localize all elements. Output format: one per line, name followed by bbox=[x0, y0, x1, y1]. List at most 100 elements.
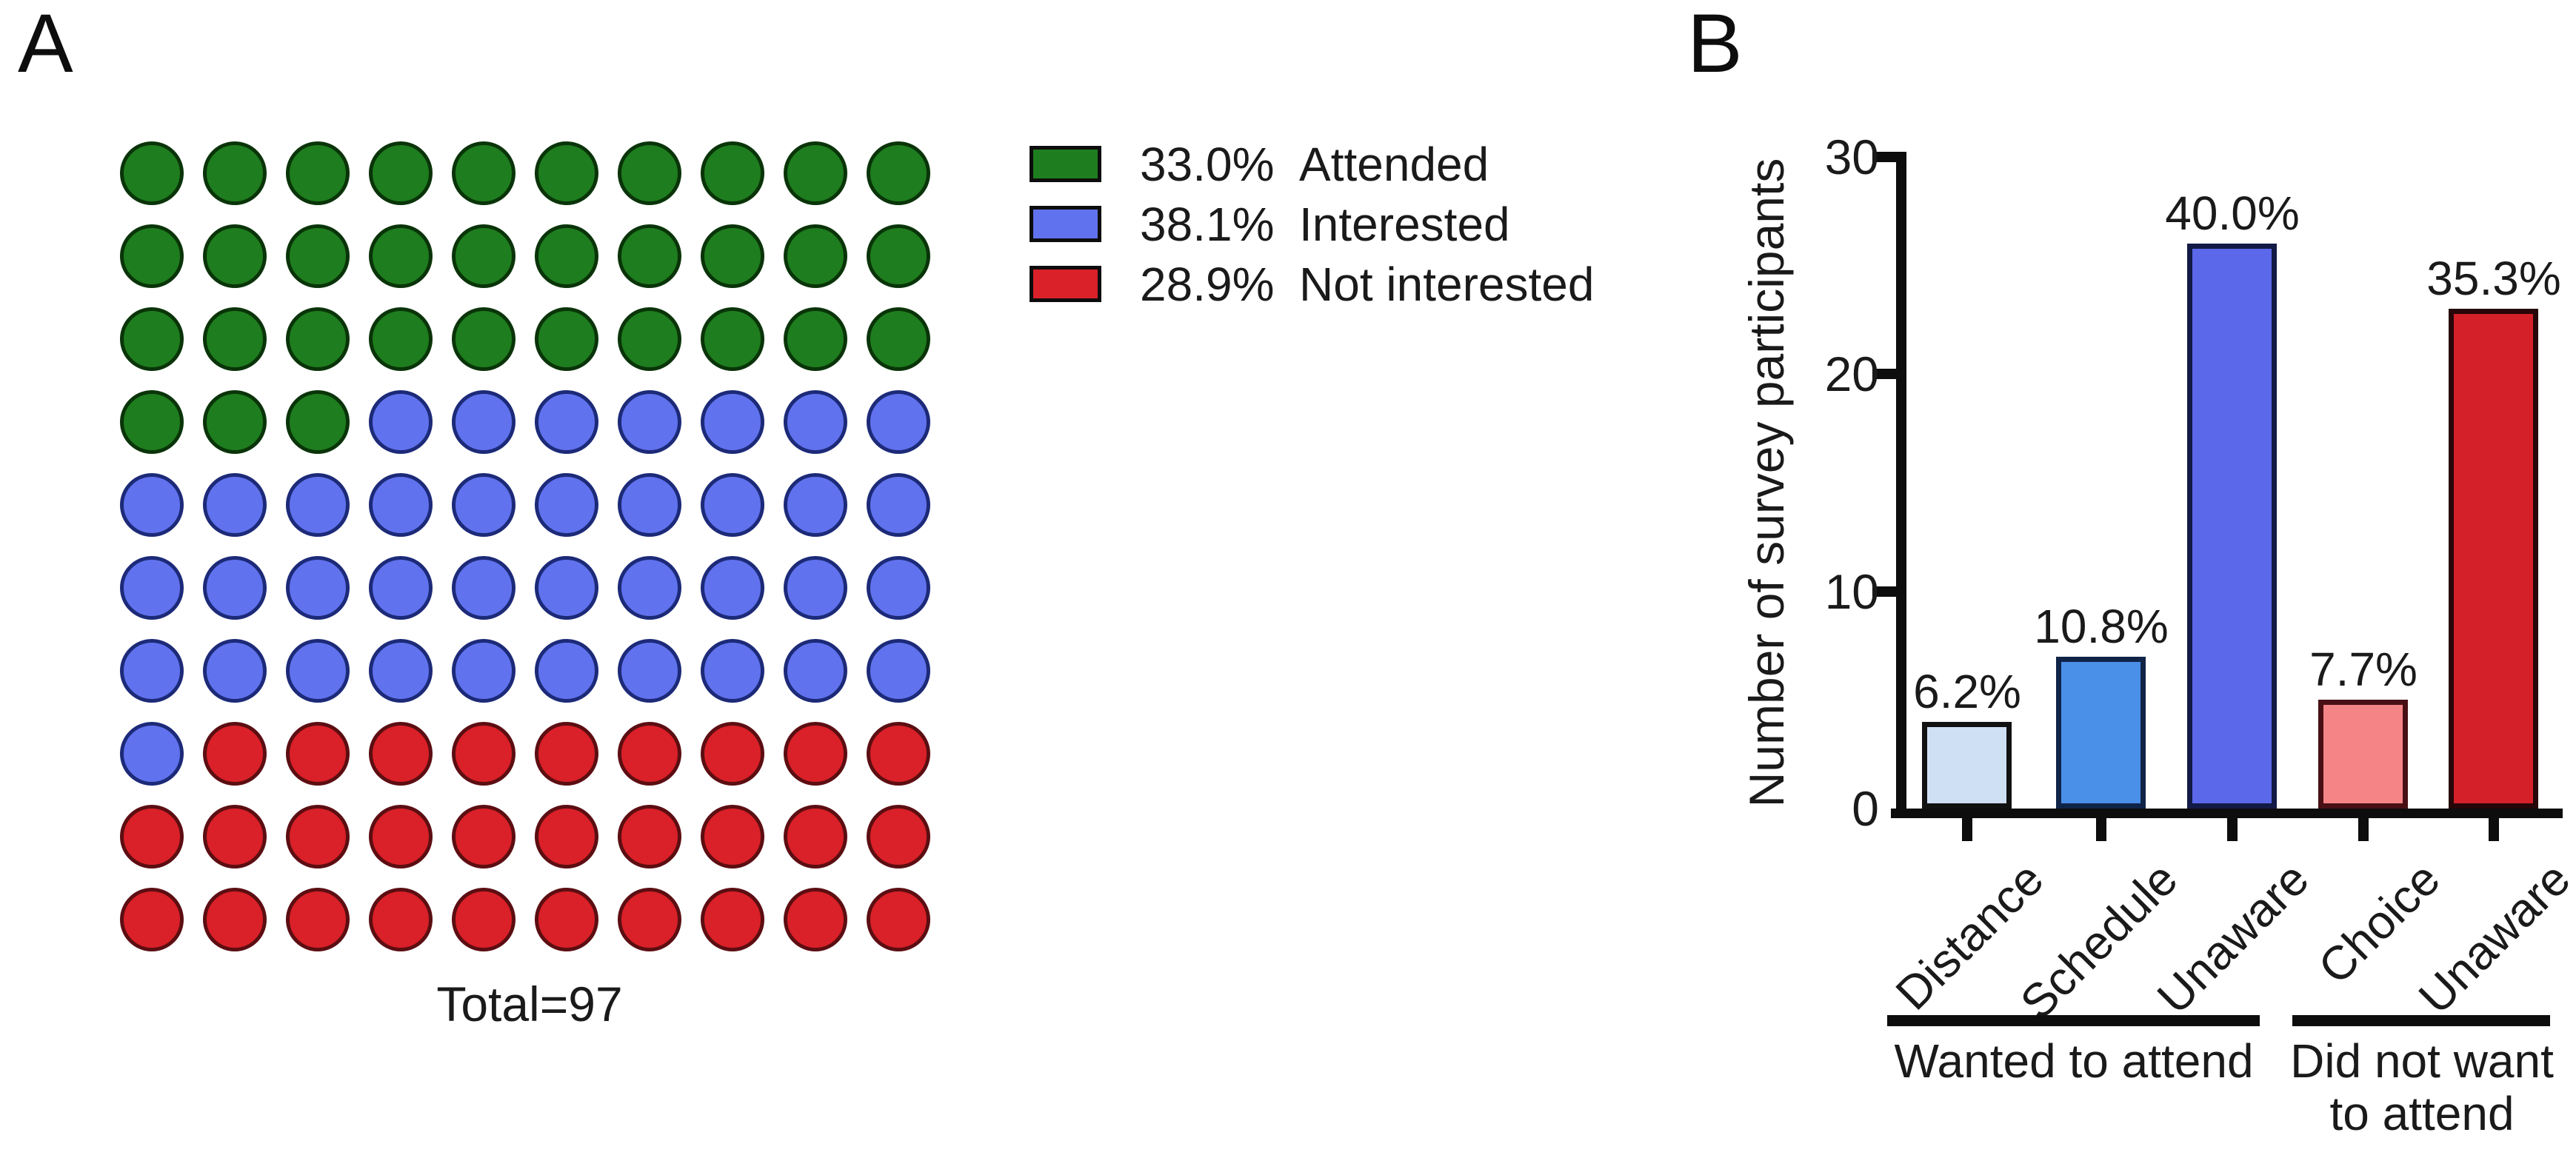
dot-interested bbox=[618, 639, 681, 703]
y-tick-label: 10 bbox=[1824, 563, 1879, 619]
group-label: Wanted to attend bbox=[1881, 1035, 2266, 1088]
x-tick bbox=[2358, 813, 2369, 841]
dot-not_interested bbox=[701, 805, 764, 868]
dot-attended bbox=[120, 141, 184, 205]
dot-attended bbox=[535, 141, 598, 205]
dot-interested bbox=[452, 556, 515, 620]
bar-percent-label: 10.8% bbox=[2034, 600, 2169, 653]
dot-interested bbox=[120, 473, 184, 537]
bar-distance bbox=[1922, 722, 2012, 809]
dot-attended bbox=[701, 307, 764, 371]
dot-interested bbox=[369, 473, 433, 537]
dot-attended bbox=[203, 141, 267, 205]
dot-attended bbox=[369, 141, 433, 205]
dot-interested bbox=[286, 556, 350, 620]
dot-interested bbox=[203, 473, 267, 537]
dot-interested bbox=[203, 556, 267, 620]
dot-not_interested bbox=[618, 722, 681, 786]
dot-not_interested bbox=[452, 722, 515, 786]
dot-not_interested bbox=[784, 722, 847, 786]
dot-not_interested bbox=[120, 888, 184, 951]
dot-attended bbox=[701, 224, 764, 288]
dot-not_interested bbox=[203, 805, 267, 868]
dot-interested bbox=[452, 390, 515, 454]
dot-interested bbox=[701, 390, 764, 454]
legend-category-label: Interested bbox=[1299, 197, 1510, 251]
dot-attended bbox=[286, 141, 350, 205]
dot-interested bbox=[618, 556, 681, 620]
dot-interested bbox=[286, 639, 350, 703]
dot-interested bbox=[867, 556, 930, 620]
dot-attended bbox=[369, 307, 433, 371]
legend-swatch bbox=[1030, 206, 1101, 242]
dot-attended bbox=[203, 390, 267, 454]
legend-category-label: Attended bbox=[1299, 137, 1489, 191]
bar-unaware bbox=[2449, 309, 2538, 809]
bar-percent-label: 35.3% bbox=[2426, 252, 2561, 305]
dot-not_interested bbox=[618, 888, 681, 951]
dot-interested bbox=[784, 390, 847, 454]
legend-item: 33.0%Attended bbox=[1030, 138, 1489, 191]
y-tick bbox=[1872, 586, 1898, 597]
dot-attended bbox=[535, 307, 598, 371]
legend-percent: 38.1% bbox=[1140, 197, 1275, 251]
dot-not_interested bbox=[452, 805, 515, 868]
x-tick bbox=[2227, 813, 2238, 841]
dot-not_interested bbox=[369, 888, 433, 951]
dot-interested bbox=[701, 473, 764, 537]
group-label-line: to attend bbox=[2329, 1087, 2515, 1140]
y-tick bbox=[1872, 152, 1898, 163]
dot-attended bbox=[369, 224, 433, 288]
dot-interested bbox=[535, 473, 598, 537]
dot-not_interested bbox=[120, 805, 184, 868]
legend-item: 38.1% Interested bbox=[1030, 198, 1510, 251]
dot-not_interested bbox=[286, 805, 350, 868]
dot-attended bbox=[535, 224, 598, 288]
dot-interested bbox=[286, 473, 350, 537]
dot-interested bbox=[369, 390, 433, 454]
dot-not_interested bbox=[535, 722, 598, 786]
dot-interested bbox=[784, 473, 847, 537]
dot-not_interested bbox=[286, 722, 350, 786]
dot-interested bbox=[452, 473, 515, 537]
y-tick-label: 20 bbox=[1824, 347, 1879, 402]
legend-category-label: Not interested bbox=[1299, 257, 1595, 311]
dot-not_interested bbox=[867, 805, 930, 868]
panel-b-letter: B bbox=[1687, 0, 1743, 90]
dot-attended bbox=[120, 307, 184, 371]
dot-interested bbox=[535, 390, 598, 454]
dot-interested bbox=[369, 639, 433, 703]
dot-attended bbox=[203, 224, 267, 288]
dot-not_interested bbox=[618, 805, 681, 868]
dot-attended bbox=[618, 141, 681, 205]
dot-interested bbox=[369, 556, 433, 620]
bar-unaware bbox=[2187, 244, 2277, 809]
y-tick bbox=[1872, 369, 1898, 380]
dot-not_interested bbox=[535, 888, 598, 951]
dot-matrix-chart bbox=[0, 0, 963, 963]
dot-not_interested bbox=[203, 722, 267, 786]
dot-interested bbox=[535, 556, 598, 620]
legend-swatch bbox=[1030, 146, 1101, 182]
bar-choice bbox=[2318, 700, 2408, 809]
dot-interested bbox=[784, 556, 847, 620]
group-underline bbox=[2292, 1015, 2550, 1026]
bar-schedule bbox=[2056, 657, 2146, 809]
dot-attended bbox=[120, 224, 184, 288]
dot-interested bbox=[867, 473, 930, 537]
dot-interested bbox=[867, 390, 930, 454]
dot-attended bbox=[286, 390, 350, 454]
total-label: Total=97 bbox=[436, 977, 623, 1031]
dot-not_interested bbox=[535, 805, 598, 868]
x-tick bbox=[1962, 813, 1972, 841]
dot-attended bbox=[784, 307, 847, 371]
dot-not_interested bbox=[286, 888, 350, 951]
bar-percent-label: 40.0% bbox=[2165, 187, 2300, 240]
dot-interested bbox=[120, 722, 184, 786]
dot-not_interested bbox=[369, 722, 433, 786]
dot-interested bbox=[618, 473, 681, 537]
dot-attended bbox=[286, 307, 350, 371]
dot-attended bbox=[784, 224, 847, 288]
